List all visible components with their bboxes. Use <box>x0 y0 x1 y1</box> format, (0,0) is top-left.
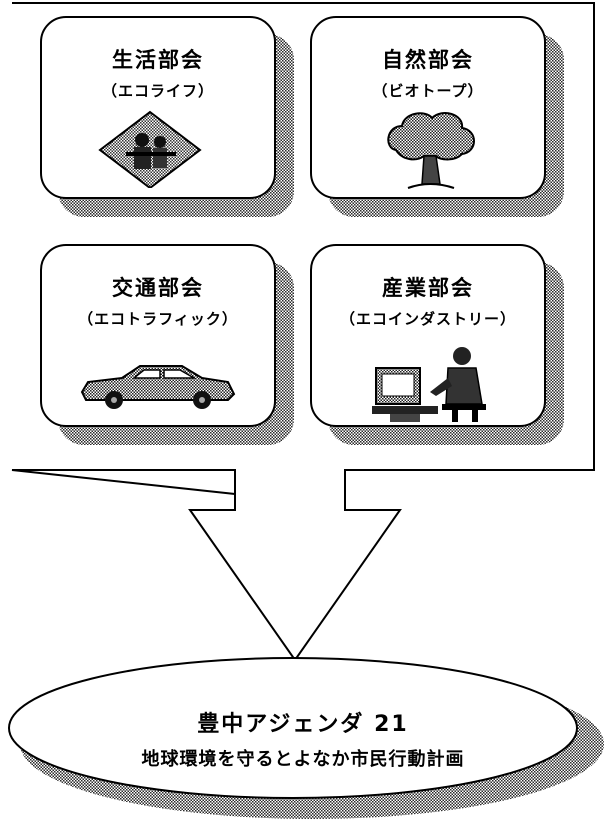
card-title: 自然部会 <box>382 48 474 72</box>
tree-icon <box>387 112 475 189</box>
computer-worker-icon <box>372 347 486 422</box>
card-title: 生活部会 <box>112 48 204 72</box>
card-subtitle: （エコインダストリー） <box>339 310 516 328</box>
down-arrow <box>188 494 402 662</box>
family-icon <box>98 110 202 188</box>
card-sangyou: 産業部会 （エコインダストリー） <box>310 244 546 427</box>
card-subtitle: （ビオトープ） <box>372 82 484 100</box>
card-shizen: 自然部会 （ビオトープ） <box>310 16 546 199</box>
goal-ellipse <box>8 657 578 799</box>
goal-subtitle: 地球環境を守るとよなか市民行動計画 <box>141 749 465 770</box>
card-seikatsu: 生活部会 （エコライフ） <box>40 16 276 199</box>
goal-title: 豊中アジェンダ 21 <box>197 712 409 737</box>
car-icon <box>80 365 236 409</box>
card-title: 交通部会 <box>112 276 204 300</box>
outer-frame <box>11 2 595 496</box>
card-title: 産業部会 <box>382 276 474 300</box>
card-koutsu: 交通部会 （エコトラフィック） <box>40 244 276 427</box>
card-subtitle: （エコトラフィック） <box>78 310 238 328</box>
card-subtitle: （エコライフ） <box>101 82 214 100</box>
